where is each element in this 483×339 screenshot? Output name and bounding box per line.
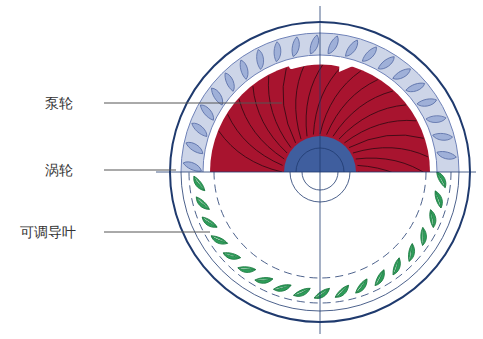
pump-blade: [313, 65, 342, 134]
guide-vane: [408, 243, 416, 262]
turbine-blade: [416, 98, 437, 108]
guide-vane: [194, 196, 211, 212]
guide-vane: [238, 266, 256, 272]
turbine-blade: [239, 59, 250, 80]
guide-vane: [255, 277, 274, 285]
pump-blade: [356, 158, 429, 172]
guide-vane: [191, 175, 207, 192]
pump-blade: [239, 99, 284, 159]
pump-blade: [306, 63, 324, 136]
turbine-blade: [343, 39, 361, 59]
rotation-arrow: [292, 61, 342, 66]
guide-vane: [433, 190, 445, 209]
turbine-blade: [199, 102, 217, 122]
guide-vane: [428, 209, 437, 228]
guide-vane: [200, 216, 218, 230]
axis-line: [156, 172, 476, 173]
leader-line: [104, 232, 210, 233]
guide-vane: [355, 278, 370, 296]
pump-blade: [333, 91, 393, 136]
guide-vane: [273, 283, 292, 294]
guide-vane: [313, 286, 331, 301]
pump-blade: [349, 135, 424, 148]
turbine-blade: [290, 36, 301, 57]
pump-blade: [344, 120, 416, 142]
pump-blade: [283, 68, 296, 143]
turbine-blade: [376, 55, 396, 72]
guide-vane: [210, 235, 229, 247]
leader-line: [104, 103, 282, 104]
turbine-blade: [182, 159, 203, 172]
turbine-blade: [190, 120, 209, 139]
turbine-blade: [436, 149, 457, 161]
turbine-blade: [360, 45, 379, 64]
turbine-blade: [325, 35, 341, 56]
pump-label: 泵轮: [45, 94, 73, 112]
pump-blade: [253, 86, 287, 153]
guide-vane: [334, 284, 351, 301]
turbine-blade: [391, 67, 412, 82]
pump-blade: [296, 64, 305, 139]
pump-blade: [268, 76, 291, 148]
pump-blade: [353, 148, 428, 157]
axis-line: [320, 6, 321, 334]
guide-vane-label: 可调导叶: [20, 223, 76, 241]
guide-vane: [374, 269, 387, 288]
turbine-label: 涡轮: [45, 161, 73, 179]
turbine-blade: [432, 132, 453, 142]
turbine-blade: [405, 81, 426, 93]
turbine-blade: [273, 42, 281, 63]
leader-line: [104, 170, 176, 171]
turbine-blade: [308, 34, 322, 55]
guide-vane: [293, 286, 312, 299]
turbine-blade: [426, 116, 446, 123]
turbine-blade: [185, 139, 205, 156]
pump-blade: [357, 165, 426, 172]
turbine-blade: [256, 49, 264, 69]
turbine-blade: [223, 71, 236, 92]
guide-vane: [420, 227, 426, 245]
guide-vane: [392, 257, 403, 276]
pump-blade: [339, 105, 406, 139]
guide-vane: [222, 252, 241, 261]
guide-vane: [435, 172, 449, 188]
rotation-arrowhead: [339, 57, 353, 72]
